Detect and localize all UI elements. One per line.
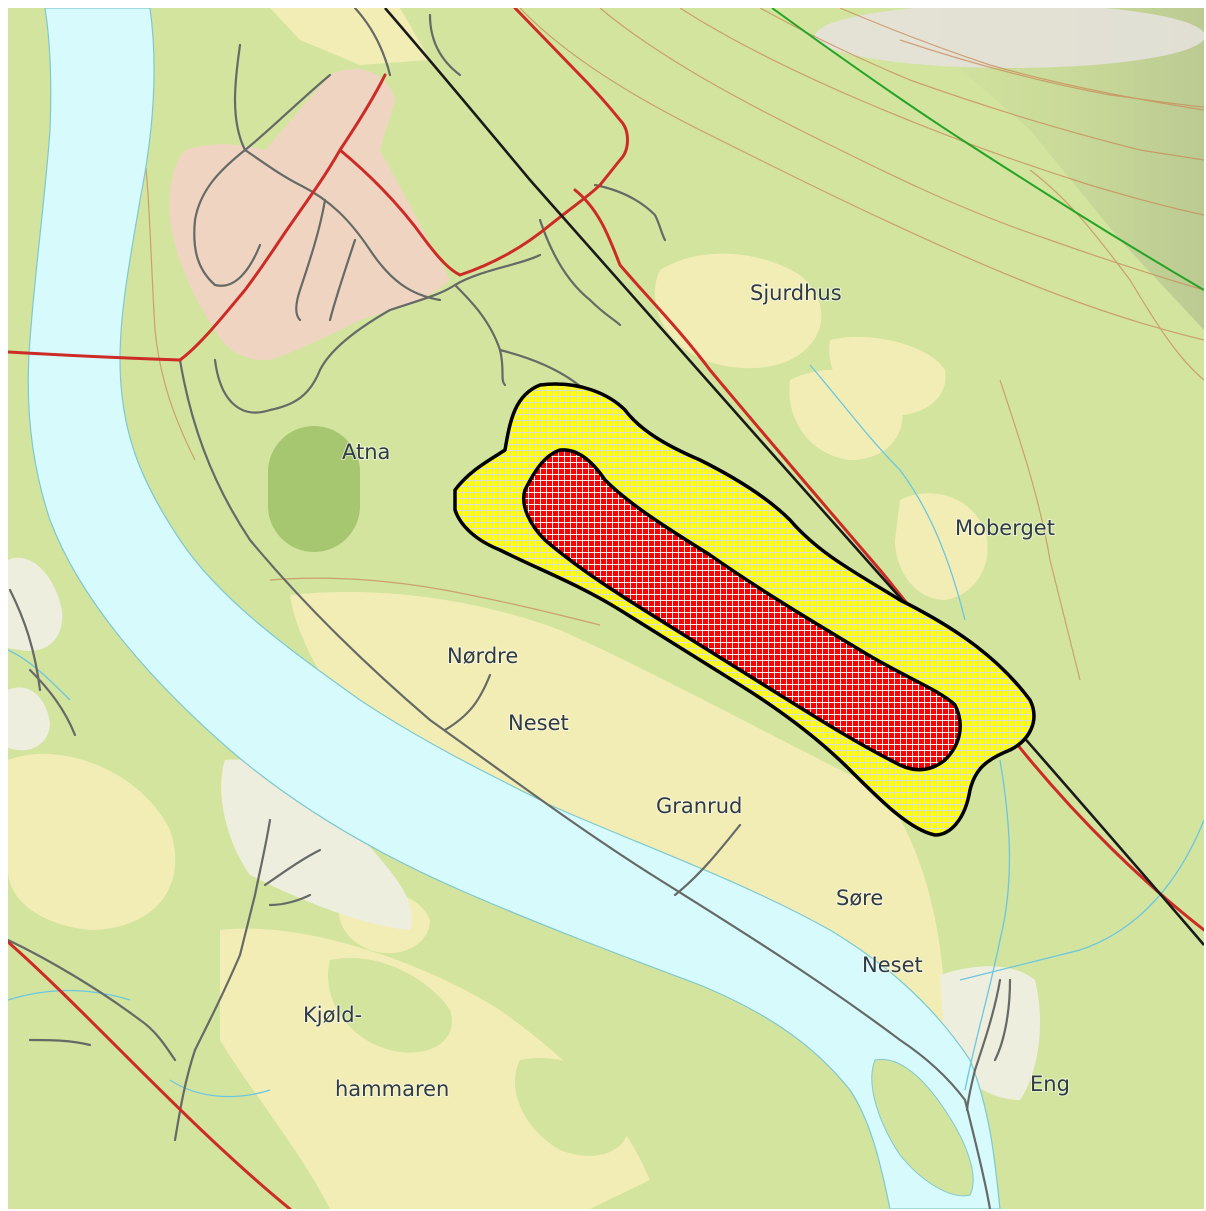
wetland-atna xyxy=(268,426,360,552)
railway-line xyxy=(384,8,1204,946)
farmland-southwest xyxy=(220,928,650,1209)
open-ground-west xyxy=(8,557,63,651)
farmland-moberget xyxy=(829,336,946,416)
inner-hazard-zone[interactable] xyxy=(522,448,962,772)
river-glomma xyxy=(27,8,1001,1209)
hazard-zones xyxy=(453,382,1036,837)
place-label-neset-south: Neset xyxy=(862,953,923,977)
place-label-hammaren: hammaren xyxy=(335,1077,449,1101)
place-label-kjold: Kjøld- xyxy=(303,1003,362,1027)
place-label-sjurdhus: Sjurdhus xyxy=(750,281,842,305)
place-label-sore: Søre xyxy=(836,886,883,910)
contour-lines xyxy=(139,8,1204,681)
place-label-nordre: Nørdre xyxy=(447,644,518,668)
place-label-granrud: Granrud xyxy=(656,794,742,818)
map-view[interactable]: Sjurdhus Atna Moberget Nørdre Neset Gran… xyxy=(8,8,1204,1209)
place-labels: Sjurdhus Atna Moberget Nørdre Neset Gran… xyxy=(302,280,1071,1102)
main-roads xyxy=(8,8,1204,1209)
open-ground-kjold xyxy=(221,759,412,930)
boundary-line xyxy=(771,8,1204,291)
place-label-eng: Eng xyxy=(1030,1072,1070,1096)
streams xyxy=(8,364,1204,1098)
place-label-moberget: Moberget xyxy=(955,516,1055,540)
rock-outcrop xyxy=(815,8,1204,68)
river-island xyxy=(871,1058,974,1197)
farmland-west xyxy=(8,753,176,930)
open-ground-west-2 xyxy=(8,687,50,751)
forest-patch-south xyxy=(328,958,452,1053)
farmland-sjurdhus xyxy=(655,253,822,369)
settlement-atna xyxy=(169,69,450,361)
farmland-top xyxy=(270,8,430,65)
hillside-shading xyxy=(900,8,1204,330)
topographic-map[interactable]: Sjurdhus Atna Moberget Nørdre Neset Gran… xyxy=(8,8,1204,1209)
place-label-neset-north: Neset xyxy=(508,711,569,735)
minor-roads xyxy=(8,8,1012,1209)
forest-patch-south-2 xyxy=(514,1058,630,1156)
place-label-atna: Atna xyxy=(342,440,390,464)
